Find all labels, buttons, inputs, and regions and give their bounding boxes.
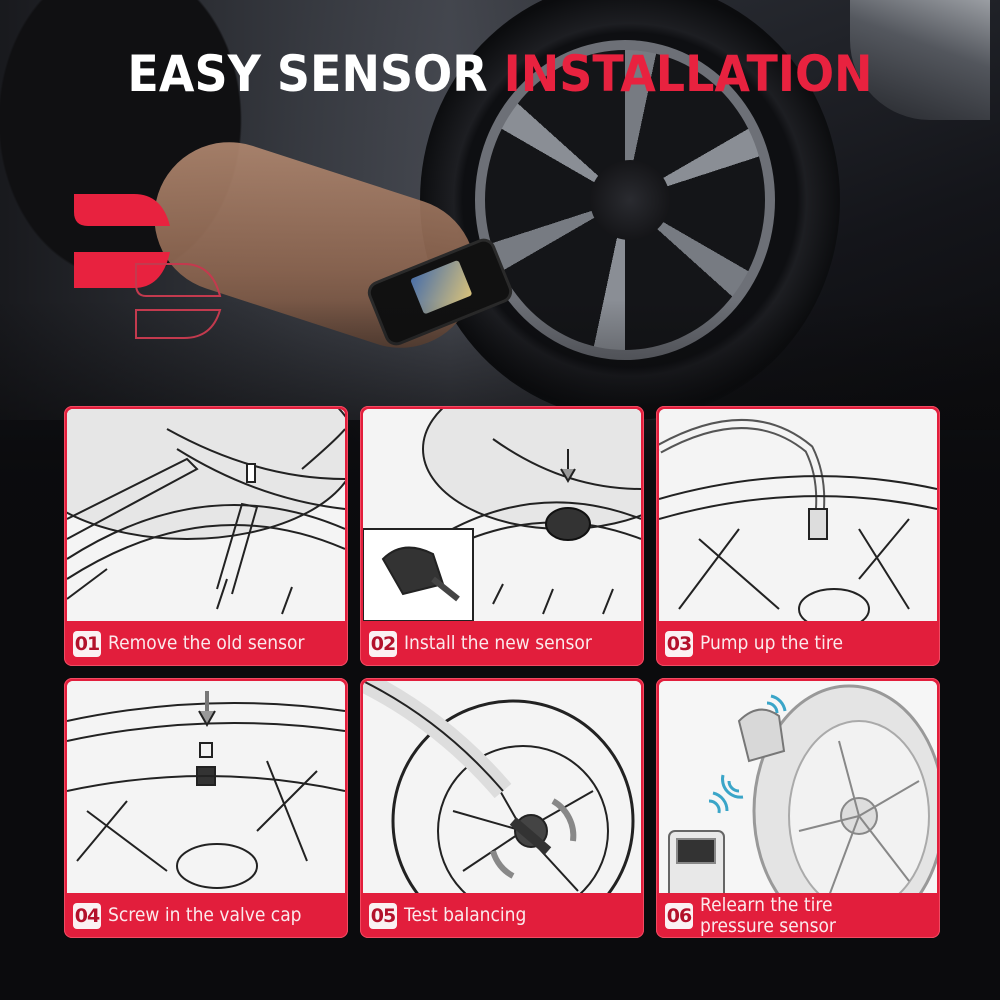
- step-caption: 03 Pump up the tire: [656, 621, 940, 666]
- background-wheel-hub: [590, 160, 670, 240]
- step-label: Pump up the tire: [700, 632, 844, 654]
- step-label: Screw in the valve cap: [108, 904, 302, 926]
- wheel-balancing-illustration: [363, 681, 641, 893]
- step-caption: 01 Remove the old sensor: [64, 621, 348, 666]
- brand-d-logo-icon: [72, 192, 222, 342]
- step-label: Test balancing: [404, 904, 527, 926]
- step-card-05: 05 Test balancing: [360, 678, 644, 938]
- step-caption: 02 Install the new sensor: [360, 621, 644, 666]
- sensor-relearn-tool-illustration: [659, 681, 937, 893]
- steps-grid: 01 Remove the old sensor: [64, 406, 940, 940]
- page-title: EASY SENSOR INSTALLATION: [40, 44, 960, 104]
- air-hose-inflation-illustration: [659, 409, 937, 621]
- valve-cap-illustration: [67, 681, 345, 893]
- step-number-badge: 02: [369, 630, 397, 657]
- step-card-02: 02 Install the new sensor: [360, 406, 644, 666]
- step-number-badge: 06: [665, 902, 693, 929]
- step-caption: 04 Screw in the valve cap: [64, 893, 348, 938]
- valve-removal-tool-illustration: [67, 409, 345, 621]
- step-caption: 05 Test balancing: [360, 893, 644, 938]
- step-card-01: 01 Remove the old sensor: [64, 406, 348, 666]
- title-part-red: INSTALLATION: [503, 45, 873, 103]
- step-card-03: 03 Pump up the tire: [656, 406, 940, 666]
- step-number-badge: 03: [665, 630, 693, 657]
- step-label: Remove the old sensor: [108, 632, 305, 654]
- step-card-06: 06 Relearn the tire pressure sensor: [656, 678, 940, 938]
- step-number-badge: 04: [73, 902, 101, 929]
- step-card-04: 04 Screw in the valve cap: [64, 678, 348, 938]
- step-number-badge: 05: [369, 902, 397, 929]
- step-label: Install the new sensor: [404, 632, 592, 654]
- tpms-sensor-install-illustration: [363, 409, 641, 621]
- step-number-badge: 01: [73, 630, 101, 657]
- step-caption: 06 Relearn the tire pressure sensor: [656, 893, 940, 938]
- title-part-white: EASY SENSOR: [127, 45, 488, 103]
- step-label: Relearn the tire pressure sensor: [700, 893, 836, 937]
